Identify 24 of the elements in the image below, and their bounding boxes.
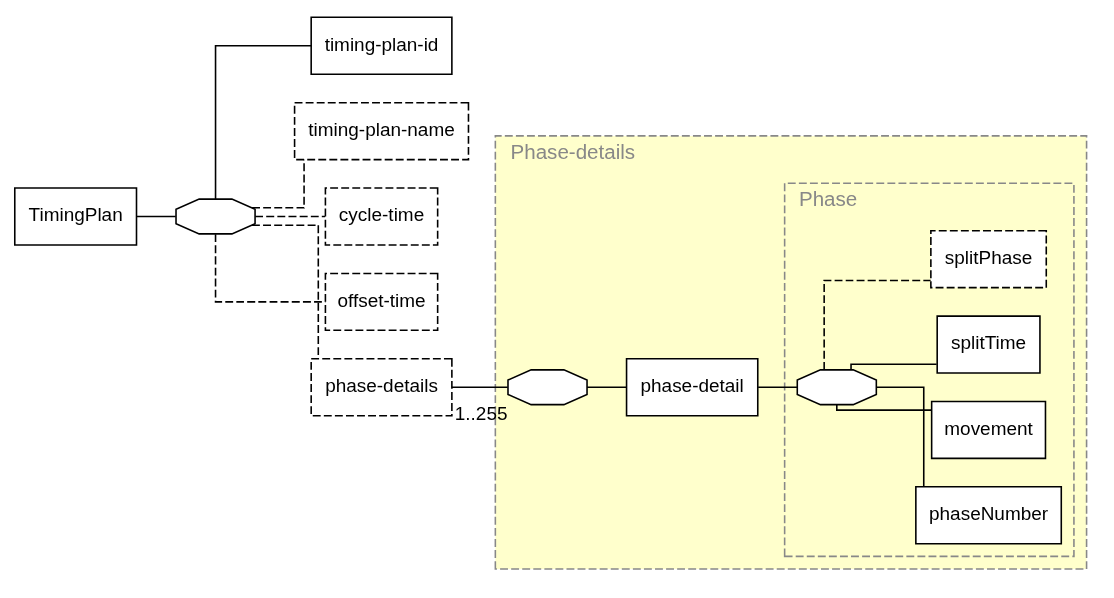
node-octagon <box>175 197 256 235</box>
node-box: timing-plan-name <box>293 101 470 160</box>
node-box: movement <box>930 400 1047 459</box>
node-box: splitTime <box>936 314 1041 374</box>
node-box: timing-plan-id <box>310 16 453 75</box>
connector <box>214 44 312 200</box>
node-box: splitPhase <box>930 229 1048 288</box>
connector <box>135 215 177 217</box>
node-box: phase-detail <box>625 357 759 416</box>
node-box: cycle-time <box>324 186 439 246</box>
node-box: phaseNumber <box>915 485 1063 545</box>
node-box: offset-time <box>324 272 439 331</box>
connector <box>850 363 938 370</box>
connector <box>836 403 933 411</box>
connector <box>875 385 925 487</box>
connector <box>757 385 798 388</box>
connector <box>451 385 509 388</box>
connector <box>586 385 628 388</box>
connector <box>254 215 326 217</box>
node-octagon <box>796 368 878 405</box>
connector <box>823 279 932 370</box>
node-box: TimingPlan <box>14 186 138 246</box>
node-octagon <box>507 368 588 405</box>
node-box: phase-details <box>310 357 453 416</box>
